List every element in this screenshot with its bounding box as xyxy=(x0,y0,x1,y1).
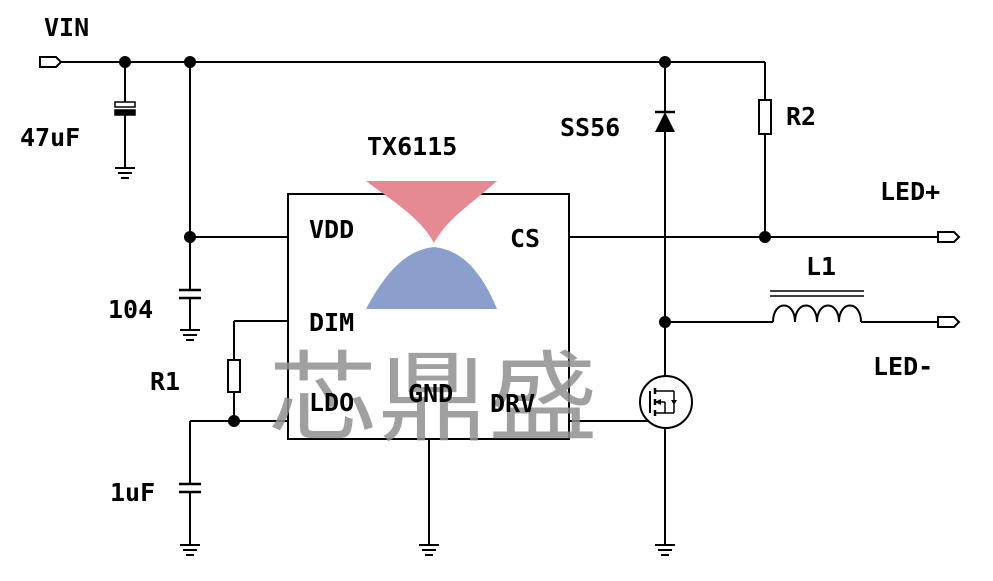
gnd-pin-label: GND xyxy=(408,379,453,408)
chip-name-label: TX6115 xyxy=(367,132,457,161)
diode-ss56 xyxy=(655,110,675,132)
labels: VIN 47uF TX6115 SS56 R2 LED+ VDD CS L1 1… xyxy=(20,13,940,507)
ground-icon xyxy=(419,544,439,556)
mosfet-switch xyxy=(639,375,693,429)
junction-dots xyxy=(119,56,771,427)
inductor-l1 xyxy=(770,290,864,323)
ground-symbols xyxy=(115,167,675,556)
led-plus-port xyxy=(937,231,961,243)
logo-watermark xyxy=(366,181,497,309)
vdd-pin-label: VDD xyxy=(309,215,354,244)
ic-tx6115-body xyxy=(287,193,570,440)
resistor-r1 xyxy=(227,359,241,393)
led-minus-label: LED- xyxy=(873,352,933,381)
cap-104-label: 104 xyxy=(108,295,153,324)
dim-pin-label: DIM xyxy=(309,308,354,337)
led-minus-port xyxy=(937,316,961,328)
ground-icon xyxy=(180,544,200,556)
cap-1uf-label: 1uF xyxy=(110,478,155,507)
diode-label: SS56 xyxy=(560,113,620,142)
ground-icon xyxy=(180,329,200,341)
cs-pin-label: CS xyxy=(510,224,540,253)
watermark-text: 芯鼎盛 xyxy=(268,342,598,456)
led-plus-label: LED+ xyxy=(880,177,940,206)
ground-icon xyxy=(115,167,135,179)
capacitor-104 xyxy=(179,288,201,300)
drv-pin-label: DRV xyxy=(490,389,535,418)
r2-label: R2 xyxy=(786,102,816,131)
l1-label: L1 xyxy=(806,252,836,281)
capacitor-47uf xyxy=(114,101,136,116)
cap-47uf-label: 47uF xyxy=(20,123,80,152)
ground-icon xyxy=(655,544,675,556)
ldo-pin-label: LDO xyxy=(309,388,354,417)
vin-port xyxy=(39,56,63,68)
wires xyxy=(60,61,938,545)
r1-label: R1 xyxy=(150,367,180,396)
logo-top-shape xyxy=(366,181,497,243)
resistor-r2 xyxy=(758,99,772,135)
vin-label: VIN xyxy=(44,13,89,42)
logo-bottom-shape xyxy=(366,247,497,309)
capacitor-1uf xyxy=(179,482,201,494)
